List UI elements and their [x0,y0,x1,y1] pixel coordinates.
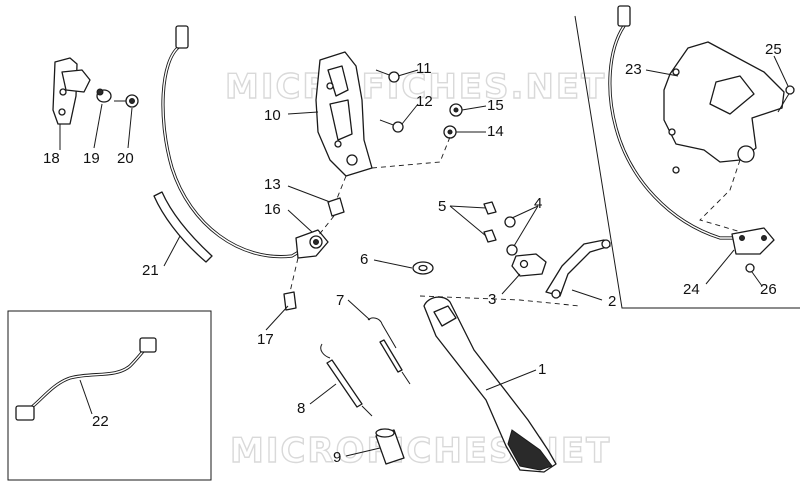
callout-23: 23 [625,61,642,78]
part-18-bracket [52,57,91,125]
part-25-screw [777,85,795,113]
part-7-spring [367,317,411,385]
callout-4: 4 [534,195,542,212]
callout-11: 11 [416,60,432,77]
frame-right-variant [574,15,800,309]
callout-1: 1 [538,361,546,378]
callout-12: 12 [416,93,433,110]
callout-2: 2 [608,293,616,310]
dashed-assembly-line-e [419,295,581,307]
dashed-assembly-line-a [371,131,453,169]
callout-14: 14 [487,123,504,140]
leader-lines [59,55,789,457]
part-16-switch [295,229,329,259]
part-22-harness [15,337,157,421]
callout-26: 26 [760,281,777,298]
callout-7: 7 [336,292,344,309]
callout-6: 6 [360,251,368,268]
part-13-screw [327,197,345,217]
part-8-spring [320,343,373,417]
part-24-switch-cable [608,5,775,255]
callout-20: 20 [117,150,134,167]
callout-24: 24 [683,281,700,298]
callout-8: 8 [297,400,305,417]
dashed-assembly-line-d [289,257,299,293]
watermark-top: MICROFICHES.NET [225,67,606,107]
dashed-assembly-line-f [699,159,749,235]
callout-21: 21 [142,262,159,279]
dashed-assembly-line-c [317,215,335,237]
callout-16: 16 [264,201,281,218]
part-12-screw [379,119,404,133]
callout-9: 9 [333,449,341,466]
part-4-washers [504,216,518,256]
part-23-cover [663,41,785,174]
callout-5: 5 [438,198,446,215]
part-26-screw [745,263,755,273]
part-3-bracket [511,253,547,277]
part-2-arm [545,239,611,299]
part-11-screw [375,69,400,83]
part-14-washer [443,125,457,139]
part-6-washer [412,261,434,275]
callout-17: 17 [257,331,274,348]
part-1-side-stand [423,296,557,473]
part-5-screws [483,201,497,243]
callout-25: 25 [765,41,782,58]
part-19-bush [96,88,112,103]
callout-19: 19 [83,150,100,167]
callout-18: 18 [43,150,60,167]
part-17-screw [283,291,297,311]
callout-15: 15 [487,97,504,114]
callout-3: 3 [488,291,496,308]
callout-13: 13 [264,176,281,193]
part-15-nut [449,103,463,117]
callout-22: 22 [92,413,109,430]
part-10-plate [315,51,373,177]
frame-wiring-inset [7,310,212,481]
callout-10: 10 [264,107,281,124]
part-20-screw [114,94,139,108]
part-9-sleeve [375,428,405,465]
part-21-cable [153,25,304,263]
